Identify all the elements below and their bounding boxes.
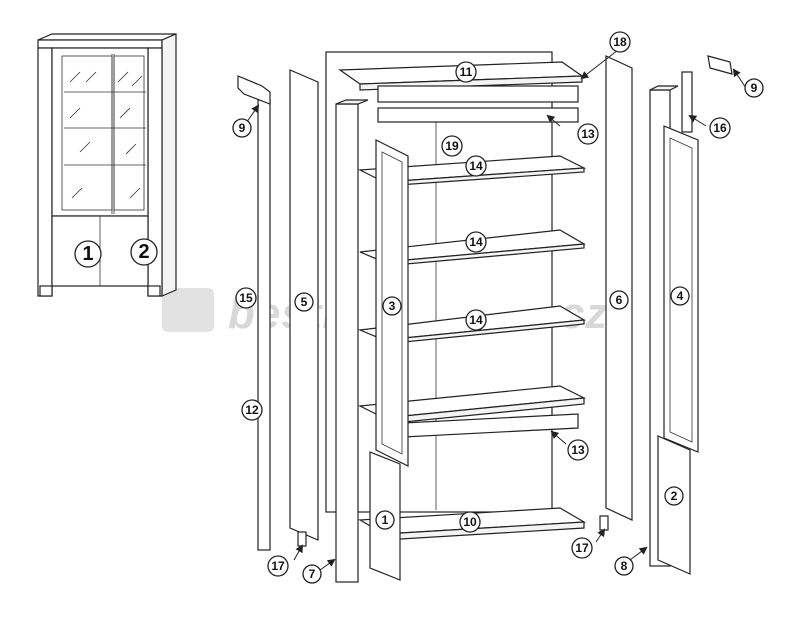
callout-14-a: 14 bbox=[465, 155, 487, 177]
svg-text:14: 14 bbox=[469, 313, 483, 327]
callout-7: 7 bbox=[302, 564, 322, 584]
right-side-panel bbox=[605, 55, 633, 521]
callout-17-left: 17 bbox=[267, 555, 289, 577]
block-9-left bbox=[237, 75, 271, 105]
svg-text:6: 6 bbox=[616, 293, 623, 307]
svg-text:17: 17 bbox=[575, 541, 589, 555]
svg-text:3: 3 bbox=[389, 299, 396, 313]
svg-text:16: 16 bbox=[713, 121, 727, 135]
callout-2: 2 bbox=[664, 486, 684, 506]
svg-text:10: 10 bbox=[463, 515, 477, 529]
svg-text:19: 19 bbox=[445, 139, 459, 153]
callout-17-right: 17 bbox=[571, 537, 593, 559]
strip-12 bbox=[257, 99, 271, 551]
foot-left bbox=[297, 531, 307, 547]
callout-9-right: 9 bbox=[744, 78, 764, 98]
watermark-logo-icon bbox=[162, 288, 214, 332]
svg-text:13: 13 bbox=[571, 443, 585, 457]
overview-label-1: 1 bbox=[82, 243, 93, 265]
overview-label-2: 2 bbox=[138, 241, 149, 263]
svg-text:8: 8 bbox=[621, 559, 628, 573]
svg-text:14: 14 bbox=[469, 159, 483, 173]
part-callouts: 1 2 3 4 5 6 7 8 9 9 10 11 12 13 13 14 14… bbox=[232, 31, 764, 584]
overview-label-1-circle bbox=[74, 240, 102, 268]
callout-18: 18 bbox=[609, 31, 631, 53]
svg-text:1: 1 bbox=[382, 513, 389, 527]
callout-5: 5 bbox=[294, 292, 314, 312]
callout-4: 4 bbox=[670, 286, 690, 306]
callout-11: 11 bbox=[455, 61, 477, 83]
strip-16 bbox=[681, 71, 693, 133]
svg-text:11: 11 bbox=[460, 65, 473, 79]
svg-text:15: 15 bbox=[239, 291, 253, 305]
callout-8: 8 bbox=[614, 556, 634, 576]
foot-right bbox=[599, 515, 609, 531]
svg-text:9: 9 bbox=[239, 121, 246, 135]
callout-1: 1 bbox=[375, 510, 395, 530]
svg-text:2: 2 bbox=[671, 489, 678, 503]
callout-13-top: 13 bbox=[577, 123, 599, 145]
callout-3: 3 bbox=[382, 296, 402, 316]
svg-text:12: 12 bbox=[245, 403, 259, 417]
callout-14-b: 14 bbox=[465, 231, 487, 253]
left-front-post bbox=[335, 103, 359, 583]
svg-text:5: 5 bbox=[301, 295, 308, 309]
svg-text:7: 7 bbox=[309, 567, 316, 581]
svg-text:14: 14 bbox=[469, 235, 483, 249]
block-9-right bbox=[707, 55, 733, 75]
callout-12: 12 bbox=[241, 399, 263, 421]
callout-19: 19 bbox=[441, 135, 463, 157]
svg-text:9: 9 bbox=[751, 81, 758, 95]
callout-13-lower: 13 bbox=[567, 439, 589, 461]
callout-6: 6 bbox=[609, 290, 629, 310]
callout-9-left: 9 bbox=[232, 118, 252, 138]
svg-text:18: 18 bbox=[613, 35, 627, 49]
overview-label-2-circle bbox=[130, 238, 158, 266]
svg-text:17: 17 bbox=[271, 559, 285, 573]
callout-15: 15 bbox=[235, 287, 257, 309]
callout-14-c: 14 bbox=[465, 309, 487, 331]
assembled-cabinet-overview: 1 2 bbox=[37, 33, 177, 297]
svg-text:4: 4 bbox=[677, 289, 684, 303]
callout-16: 16 bbox=[709, 117, 731, 139]
rail-top bbox=[377, 107, 579, 123]
svg-text:13: 13 bbox=[581, 127, 595, 141]
callout-10: 10 bbox=[459, 511, 481, 533]
